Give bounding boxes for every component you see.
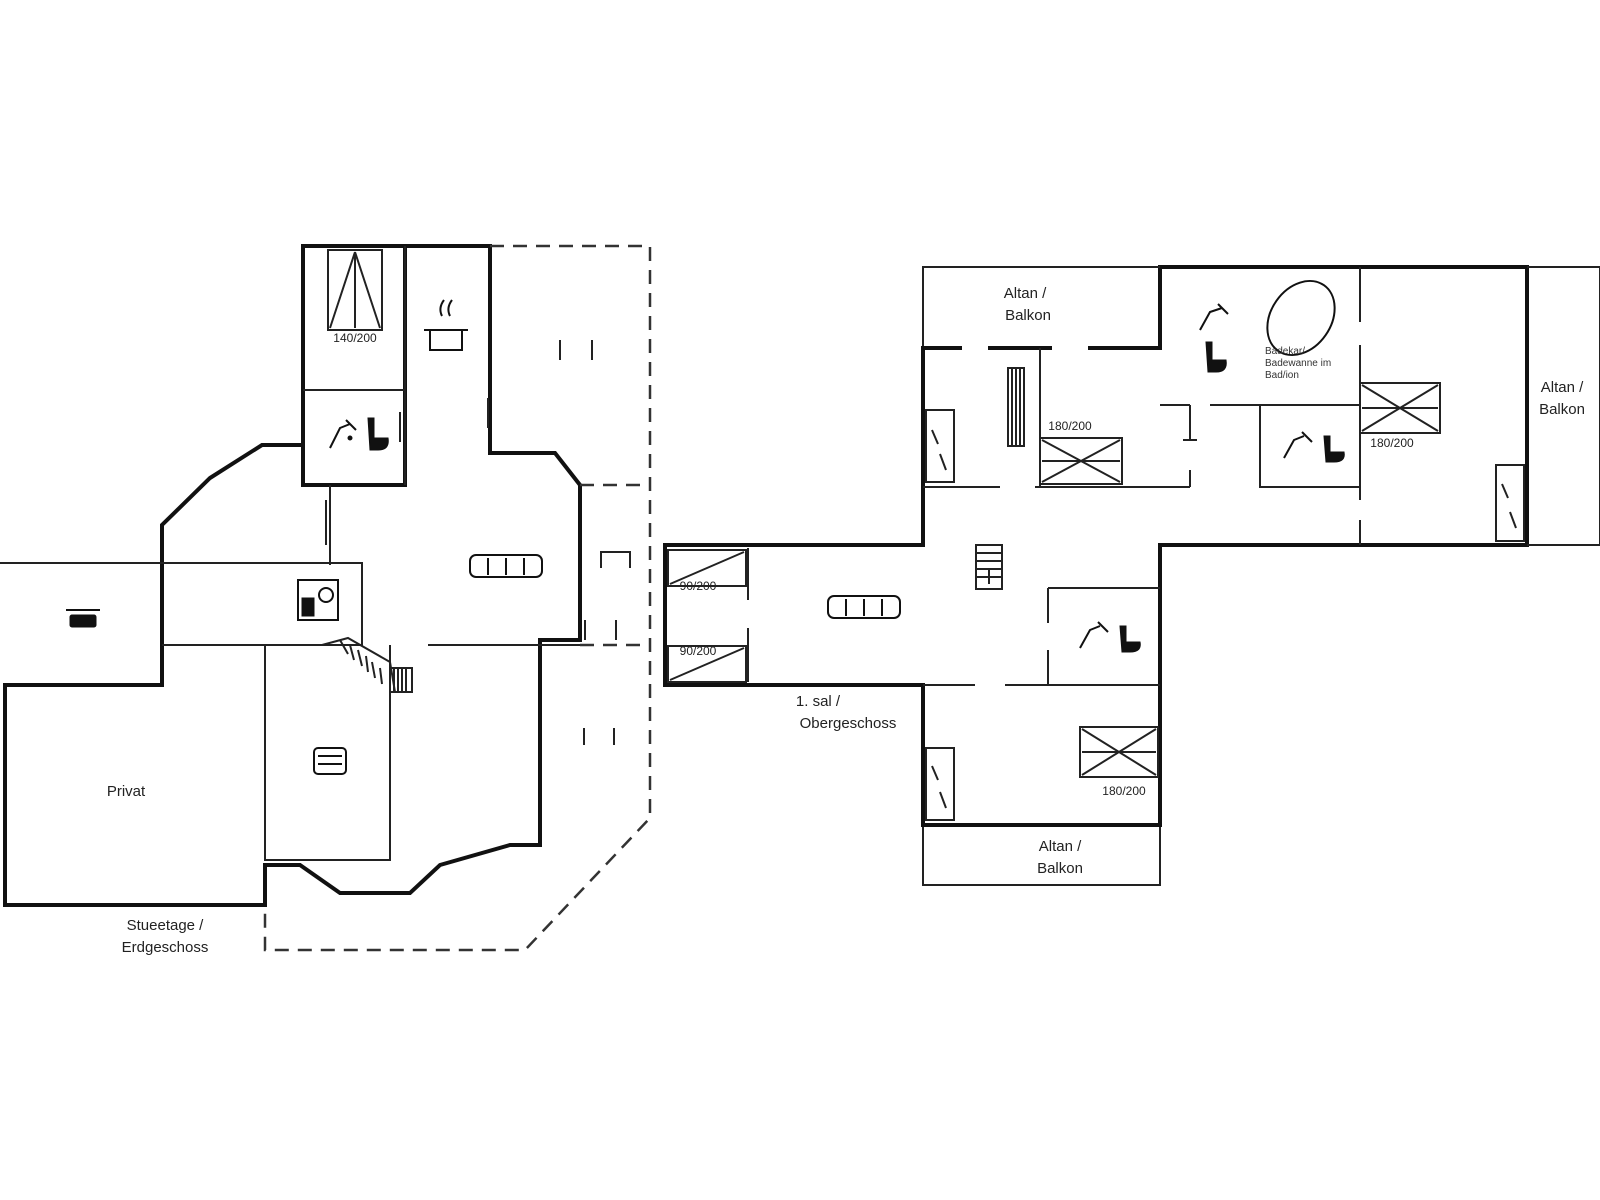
wardrobe-icon [1495, 464, 1525, 542]
car-icon [66, 609, 100, 628]
bed-size-label: 180/200 [1102, 784, 1146, 798]
shower-icon [329, 419, 357, 449]
single-bed-icon [667, 549, 747, 587]
wardrobe-icon [925, 747, 955, 821]
bed-size-label: 140/200 [333, 331, 377, 345]
bed-size-label: 180/200 [1048, 419, 1092, 433]
shower-icon [1199, 303, 1229, 331]
toilet-icon [1323, 435, 1345, 463]
balcony-label: Altan / [1039, 838, 1082, 855]
balcony-label: Balkon [1005, 307, 1051, 324]
toilet-icon [367, 417, 389, 451]
stair-opening-icon [975, 544, 1003, 590]
bed-size-label: 90/200 [680, 579, 717, 593]
bed-size-label: 90/200 [680, 644, 717, 658]
washing-machine-icon [297, 579, 339, 621]
bed-size-label: 180/200 [1370, 436, 1414, 450]
double-bed-icon [1039, 437, 1123, 485]
bathtub-note: Badekar/ [1265, 346, 1305, 357]
double-bed-icon [1079, 726, 1159, 778]
single-bed-icon [667, 645, 747, 683]
double-bed-icon [327, 249, 383, 331]
ground-floor-plan: 140/200 [0, 244, 652, 956]
radiator-icon [1007, 367, 1025, 447]
sofa-icon [827, 595, 901, 619]
bathtub-note: Badewanne im [1265, 358, 1331, 369]
room-label-private: Privat [107, 783, 146, 800]
bathtub-note: Bad/ion [1265, 370, 1299, 381]
floor-label-secondary: Obergeschoss [800, 715, 897, 732]
first-floor-plan: 180/200 180/200 180/200 90/200 90/200 [663, 265, 1600, 886]
shower-icon [1283, 431, 1313, 459]
floor-label: Stueetage / [127, 917, 205, 934]
cooking-pot-icon [424, 299, 468, 351]
shower-icon [1079, 621, 1109, 649]
staircase-icon [321, 636, 413, 693]
toilet-icon [1205, 341, 1227, 373]
sofa-icon [469, 554, 543, 578]
bathtub-icon [1266, 279, 1336, 357]
floor-label-secondary: Erdgeschoss [122, 939, 209, 956]
floor-label: 1. sal / [796, 693, 841, 710]
toilet-icon [1119, 625, 1141, 653]
fireplace-icon [313, 747, 347, 775]
balcony-label: Altan / [1004, 285, 1047, 302]
balcony-label: Altan / [1541, 379, 1584, 396]
balcony-label: Balkon [1037, 860, 1083, 877]
double-bed-icon [1359, 382, 1441, 434]
balcony-label: Balkon [1539, 401, 1585, 418]
wardrobe-icon [925, 409, 955, 483]
